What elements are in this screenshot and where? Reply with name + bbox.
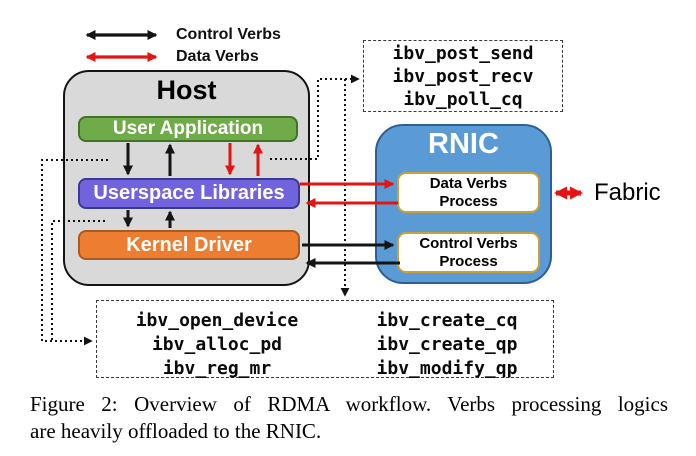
userspace-libraries-label: Userspace Libraries [93, 182, 285, 204]
control-verbs-process-box: Control Verbs Process [397, 232, 540, 273]
verb-item: ibv_poll_cq [403, 88, 523, 110]
figure-caption: Figure 2: Overview of RDMA workflow. Ver… [30, 391, 668, 445]
caption-line2: are heavily offloaded to the RNIC. [30, 419, 322, 443]
legend-control-verbs-label: Control Verbs [176, 26, 281, 43]
user-application-label: User Application [112, 118, 264, 139]
kernel-driver-box: Kernel Driver [78, 230, 300, 260]
verb-item: ibv_open_device [135, 310, 299, 331]
host-title: Host [156, 75, 217, 105]
verb-item: ibv_modify_qp [376, 358, 518, 379]
verb-item: ibv_create_cq [376, 310, 518, 331]
control-verbs-process-line1: Control Verbs [419, 234, 518, 252]
data-verbs-process-line2: Process [439, 192, 498, 210]
data-verbs-annotation-box: ibv_post_send ibv_post_recv ibv_poll_cq [363, 40, 563, 112]
verb-item: ibv_reg_mr [162, 358, 272, 379]
verb-item: ibv_alloc_pd [151, 334, 283, 355]
control-verbs-right-column: ibv_create_cq ibv_create_qp ibv_modify_q… [347, 309, 547, 381]
kernel-driver-label: Kernel Driver [126, 233, 252, 256]
data-verbs-process-box: Data Verbs Process [397, 172, 540, 213]
legend-data-verbs-label: Data Verbs [176, 48, 259, 65]
control-verbs-left-column: ibv_open_device ibv_alloc_pd ibv_reg_mr [97, 309, 337, 381]
fabric-label: Fabric [594, 179, 661, 206]
userspace-libraries-box: Userspace Libraries [78, 178, 300, 209]
verb-item: ibv_post_send [392, 42, 534, 64]
verb-item: ibv_post_recv [392, 65, 534, 87]
caption-line1: Figure 2: Overview of RDMA workflow. Ver… [30, 392, 668, 416]
user-application-box: User Application [78, 116, 298, 142]
data-verbs-process-line1: Data Verbs [429, 174, 508, 192]
verb-item: ibv_create_qp [376, 334, 518, 355]
rnic-title: RNIC [428, 128, 499, 160]
control-verbs-annotation-box: ibv_open_device ibv_alloc_pd ibv_reg_mr … [96, 300, 554, 381]
control-verbs-process-line2: Process [439, 252, 498, 270]
